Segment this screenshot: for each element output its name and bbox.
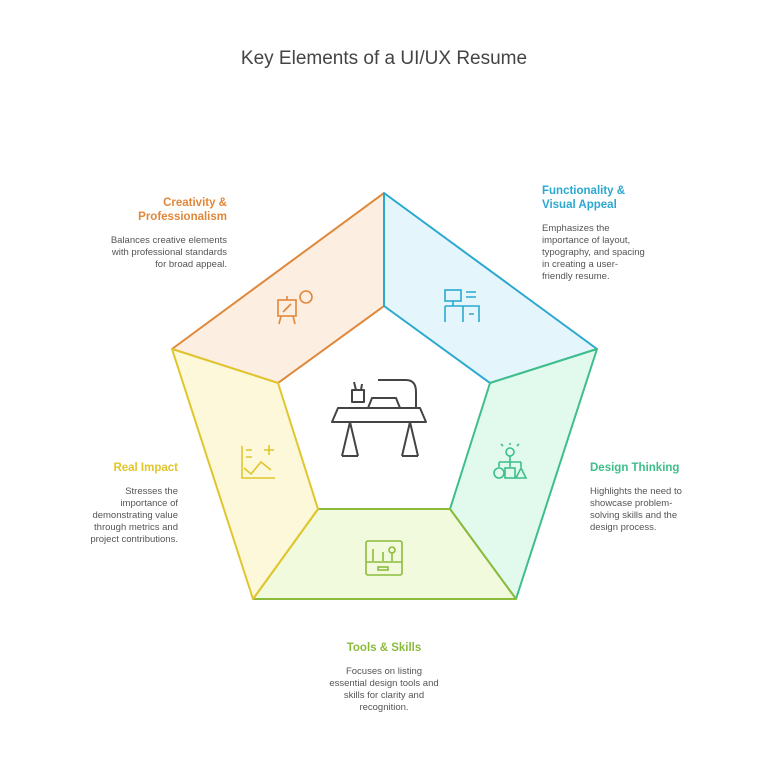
desk-computer-icon [444, 289, 480, 322]
idea-flowchart-icon [493, 443, 528, 479]
tools-desc: Focuses on listing essential design tool… [329, 666, 439, 713]
design-desc: Highlights the need to showcase problem-… [590, 486, 682, 533]
easel-palette-icon [277, 290, 313, 325]
chart-growth-icon [241, 445, 275, 479]
segment-impact [171, 348, 319, 600]
page-title: Key Elements of a UI/UX Resume [240, 48, 528, 69]
functionality-desc: Emphasizes the importance of layout, typ… [542, 223, 645, 282]
impact-desc: Stresses the importance of demonstrating… [90, 486, 178, 545]
segment-functionality [383, 192, 598, 384]
design-title: Design Thinking [590, 462, 680, 474]
tools-title: Tools & Skills [346, 642, 422, 654]
creativity-desc: Balances creative elements with professi… [110, 235, 227, 270]
impact-title: Real Impact [113, 462, 178, 474]
creativity-title: Creativity & Professionalism [138, 197, 227, 223]
desk-workspace-icon [331, 379, 427, 457]
functionality-title: Functionality & Visual Appeal [542, 185, 626, 211]
toolbox-icon [365, 540, 403, 576]
